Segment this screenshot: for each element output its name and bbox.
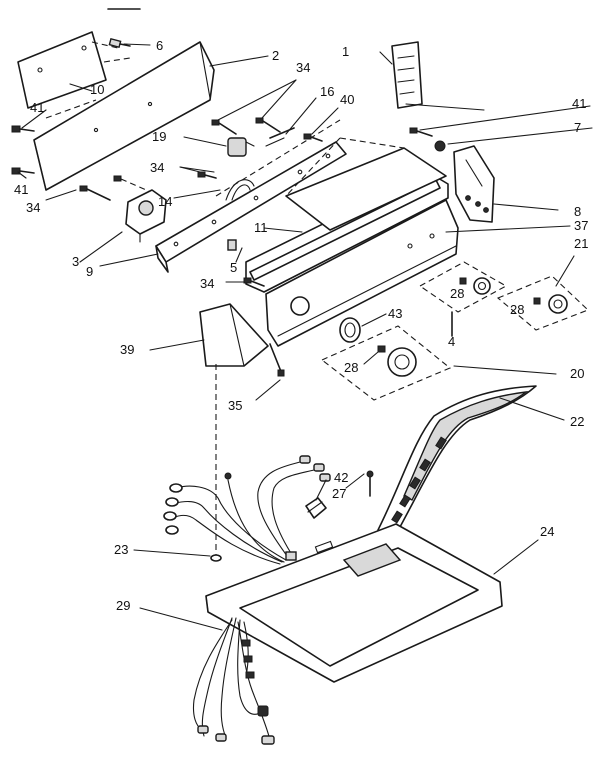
callout-3: 3 <box>72 254 79 269</box>
callout-28b: 28 <box>510 302 524 317</box>
callout-24: 24 <box>540 524 554 539</box>
part-8-end-cap <box>453 145 495 223</box>
callout-29: 29 <box>116 598 130 613</box>
console-housing <box>285 137 447 231</box>
callout-labels: 1 2 3 4 5 6 7 8 9 10 11 14 16 19 20 21 2… <box>14 38 588 613</box>
part-34-screws-left <box>79 171 217 201</box>
callout-43: 43 <box>388 306 402 321</box>
part-2-rear-panel <box>33 41 215 191</box>
part-20-knob-group <box>320 325 452 401</box>
part-43-bezel <box>339 317 361 343</box>
part-19-switch <box>227 137 255 157</box>
callout-21: 21 <box>574 236 588 251</box>
callout-23: 23 <box>114 542 128 557</box>
part-9-console-bracket <box>155 119 347 273</box>
leader-lines <box>17 43 593 631</box>
callout-1: 1 <box>342 44 349 59</box>
part-40-screw <box>303 133 323 142</box>
callout-11: 11 <box>254 220 268 235</box>
callout-28c: 28 <box>344 360 358 375</box>
callout-42: 42 <box>334 470 348 485</box>
callout-41b: 41 <box>572 96 586 111</box>
callout-8: 8 <box>574 204 581 219</box>
part-34-screw-lower <box>243 277 265 287</box>
part-27-pin <box>366 470 374 497</box>
part-35-screw <box>269 343 285 377</box>
part-21-knob-group <box>496 275 590 331</box>
callout-19: 19 <box>152 129 166 144</box>
part-23-grommet <box>210 554 222 562</box>
part-5-clip <box>227 239 237 251</box>
callout-35: 35 <box>228 398 242 413</box>
callout-20: 20 <box>570 366 584 381</box>
part-4-knob-group <box>418 261 508 337</box>
callout-7: 7 <box>574 120 581 135</box>
callout-37: 37 <box>574 218 588 233</box>
part-7-screw <box>409 127 446 152</box>
callout-22: 22 <box>570 414 584 429</box>
callout-40: 40 <box>340 92 354 107</box>
part-1-manual <box>391 41 423 109</box>
part-39-end-cover <box>199 303 269 367</box>
wire-harness-upper <box>163 455 331 565</box>
callout-34a: 34 <box>296 60 310 75</box>
part-42-connector <box>305 497 327 519</box>
part-6-screw <box>108 37 131 49</box>
console-front-panel <box>265 199 459 347</box>
part-34-screws-top <box>211 117 281 135</box>
part-16-rod <box>265 127 295 147</box>
part-22-control-graphic <box>377 385 537 539</box>
callout-10: 10 <box>90 82 104 97</box>
callout-2: 2 <box>272 48 279 63</box>
part-3-timer <box>125 189 167 243</box>
callout-6: 6 <box>156 38 163 53</box>
callout-41a: 41 <box>30 100 44 115</box>
callout-39: 39 <box>120 342 134 357</box>
callout-34d: 34 <box>200 276 214 291</box>
callout-28a: 28 <box>450 286 464 301</box>
callout-16: 16 <box>320 84 334 99</box>
callout-4: 4 <box>448 334 455 349</box>
part-10-rear-cover <box>17 31 131 109</box>
part-24-top-panel <box>205 523 503 683</box>
callout-9: 9 <box>86 264 93 279</box>
callout-41c: 41 <box>14 182 28 197</box>
callout-34b: 34 <box>150 160 164 175</box>
callout-34c: 34 <box>26 200 40 215</box>
part-29-wire-harness <box>192 617 275 745</box>
callout-5: 5 <box>230 260 237 275</box>
callout-27: 27 <box>332 486 346 501</box>
part-41-screws <box>11 125 35 175</box>
callout-14: 14 <box>158 194 172 209</box>
part-14-wire <box>225 179 255 201</box>
